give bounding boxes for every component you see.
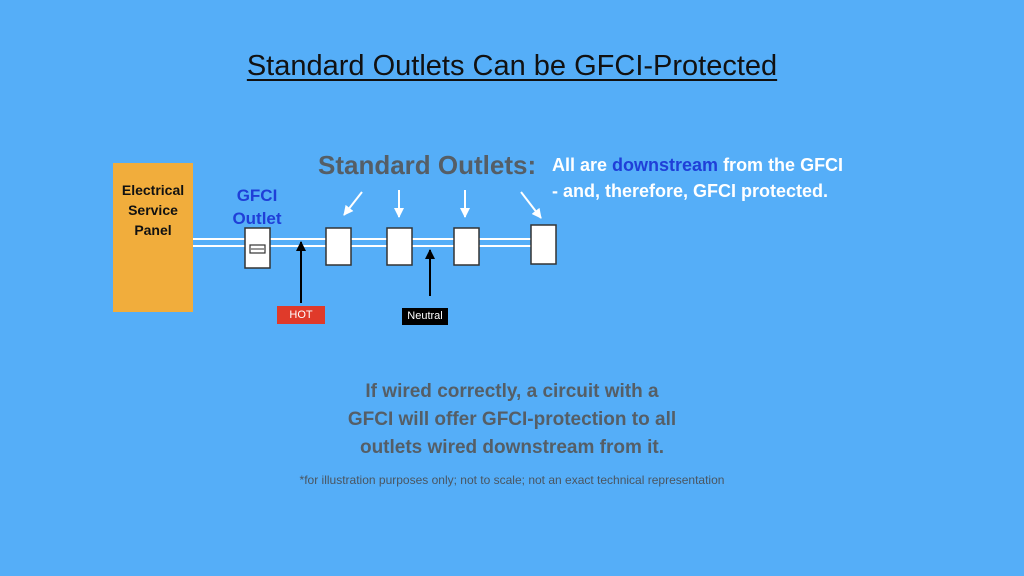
note-highlight: downstream bbox=[612, 155, 719, 175]
footnote: *for illustration purposes only; not to … bbox=[299, 473, 725, 487]
note-line-2: - and, therefore, GFCI protected. bbox=[552, 181, 829, 201]
standard-outlet bbox=[386, 227, 413, 266]
page-title: Standard Outlets Can be GFCI-Protected bbox=[246, 50, 778, 82]
gfci-outlet-label: GFCI Outlet bbox=[232, 186, 282, 228]
standard-outlet bbox=[453, 227, 480, 266]
standard-outlet bbox=[530, 224, 557, 265]
panel-label: Electrical Service Panel bbox=[121, 182, 185, 238]
explanation-text: If wired correctly, a circuit with a GFC… bbox=[347, 381, 677, 458]
downstream-note: All are downstream from the GFCI - and, … bbox=[552, 152, 843, 204]
standard-outlet bbox=[325, 227, 352, 266]
arrow-to-outlet bbox=[343, 191, 363, 216]
standard-outlets-heading: Standard Outlets: bbox=[318, 150, 537, 180]
neutral-label: Neutral bbox=[402, 308, 448, 325]
hot-label: HOT bbox=[277, 306, 325, 324]
electrical-service-panel bbox=[113, 163, 193, 312]
note-suffix: from the GFCI bbox=[718, 155, 844, 175]
gfci-outlet bbox=[244, 227, 271, 269]
note-prefix: All are bbox=[552, 155, 613, 175]
arrow-to-outlet bbox=[520, 191, 542, 219]
